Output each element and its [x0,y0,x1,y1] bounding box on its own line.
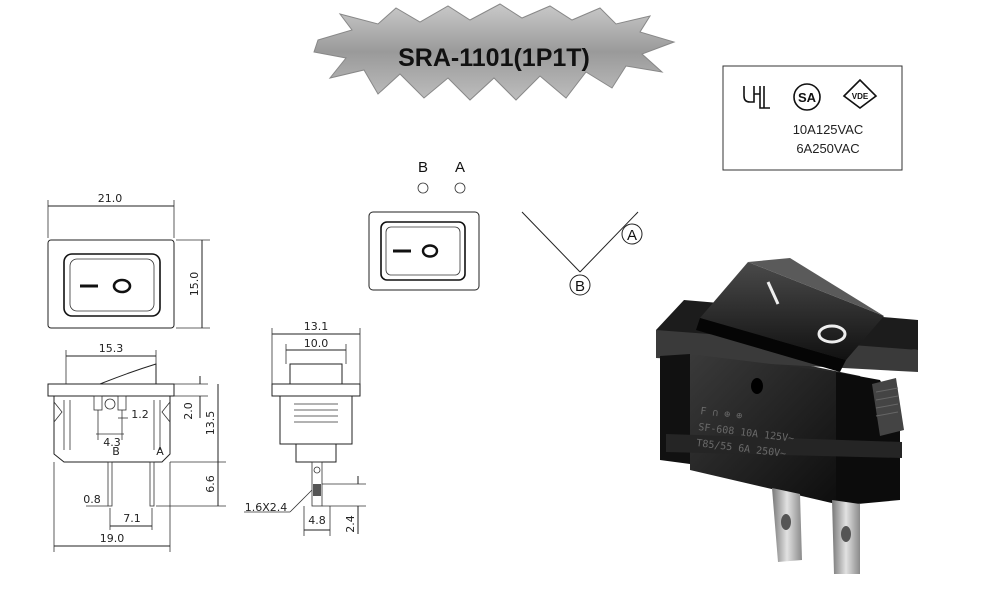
dim-2-0: 2.0 [182,402,195,420]
terminal-a-label: A [156,445,164,458]
panel-on-symbol [421,244,439,258]
product-photo: F ∩ ⊕ ⊕ SF-608 10A 125V~ T85/55 6A 250V~ [656,258,918,574]
end-rocker [289,363,343,384]
switch-schematic: B A [521,211,643,296]
top-view-drawing: 21.0 15.0 [47,192,210,329]
dim-height-15: 15.0 [188,272,201,297]
side-rocker [66,363,157,385]
top-view-rocker [63,253,161,317]
dim-1-6x2-4: 1.6X2.4 [245,501,288,514]
svg-text:SA: SA [798,90,817,105]
housing-marking-1: F ∩ ⊕ ⊕ [700,406,743,422]
dim-13-5: 13.5 [204,411,217,436]
photo-on-symbol [817,324,847,344]
side-view-drawing: 15.3 4.3 1.2 B A 2.0 13.5 6.6 0.8 [47,342,226,552]
position-label-b: B [418,159,428,176]
rating-line-2: 6A250VAC [796,141,859,156]
terminal-b-label: B [112,445,120,458]
certification-box: SA VDE 10A125VAC 6A250VAC [722,65,903,171]
csa-mark-icon: SA [793,83,821,111]
photo-off-symbol [766,281,780,305]
dim-2-4: 2.4 [344,515,357,533]
contact-a-icon [621,223,643,245]
panel-bezel [368,211,480,291]
dim-10-0: 10.0 [304,337,329,350]
dim-1-2: 1.2 [131,408,149,421]
dim-0-8: 0.8 [83,493,101,506]
position-label-a: A [455,159,465,176]
title-banner: SRA-1101(1P1T) [313,3,676,101]
dim-7-1: 7.1 [123,512,141,525]
dim-13-1: 13.1 [304,320,329,333]
end-view-drawing: 13.1 10.0 1.6X2.4 4.8 2.4 [244,320,366,536]
contact-b-label: B [575,278,585,295]
panel-rocker [380,221,466,281]
svg-text:VDE: VDE [852,92,869,101]
contact-b-icon [569,274,591,296]
rating-line-1: 10A125VAC [793,122,864,137]
terminal-pin-b [107,461,113,507]
dim-19-0: 19.0 [100,532,125,545]
on-symbol [112,278,132,294]
dim-4-8: 4.8 [308,514,326,527]
photo-rocker [700,262,884,360]
dim-4-3: 4.3 [103,436,121,449]
vde-mark-icon: VDE [842,78,878,109]
panel-view-drawing: B A [368,159,480,291]
dim-width-21: 21.0 [98,192,123,205]
dim-6-6: 6.6 [204,475,217,493]
product-title: SRA-1101(1P1T) [398,44,590,72]
terminal-pin-a [149,461,155,507]
indicator-a-icon [454,182,466,194]
indicator-b-icon [417,182,429,194]
dim-15-3: 15.3 [99,342,124,355]
contact-a-label: A [627,227,637,244]
ul-mark-icon [743,86,770,109]
top-view-bezel [47,239,175,329]
